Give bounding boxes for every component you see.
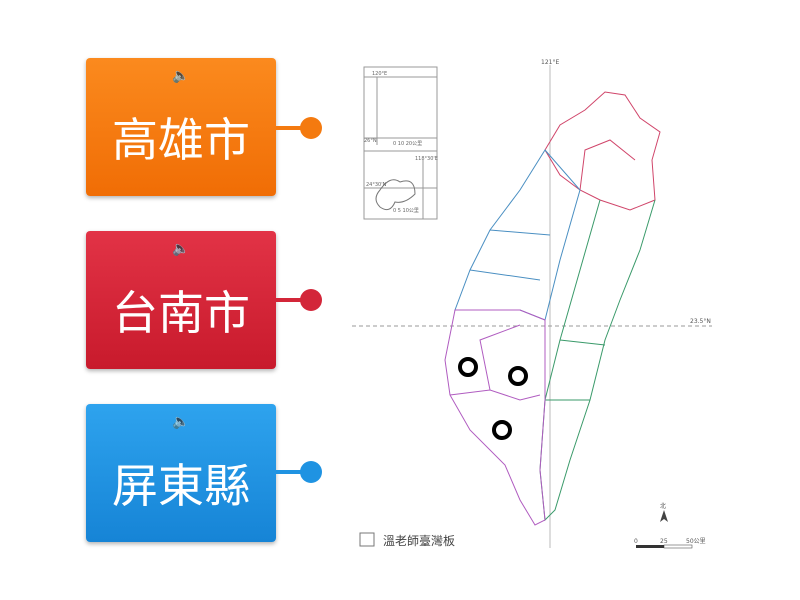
marker-circle[interactable]: [492, 420, 512, 440]
inset1-lon-label: 120°E: [372, 71, 387, 77]
east-region: [539, 199, 656, 522]
card-label: 台南市: [112, 286, 250, 340]
inset2-lat-label: 24°30'N: [366, 182, 387, 188]
card-label: 高雄市: [112, 113, 250, 167]
credit-logo-icon: [359, 532, 375, 547]
parallel-label: 23.5°N: [690, 318, 711, 325]
inset1-scale: 0 10 20公里: [393, 141, 422, 147]
scale-label: 25: [660, 538, 668, 545]
card-label: 屏東縣: [112, 459, 250, 513]
connector-line: [276, 470, 306, 474]
answer-markers: [458, 357, 528, 440]
speaker-icon[interactable]: 🔈: [172, 241, 190, 257]
drag-handle-dot[interactable]: [300, 461, 322, 483]
south-region: [444, 309, 546, 526]
scale-label: 50公里: [686, 538, 706, 545]
drag-handle-dot[interactable]: [300, 117, 322, 139]
inset2-lon-label: 118°30'E: [415, 156, 438, 162]
inset2-scale: 0 5 10公里: [393, 208, 419, 214]
north-region: [544, 91, 661, 211]
connector-line: [276, 298, 306, 302]
scale-bar: [636, 545, 664, 548]
connector-line: [276, 126, 306, 130]
speaker-icon[interactable]: 🔈: [172, 68, 190, 84]
north-arrow-icon: [660, 510, 668, 522]
marker-circle[interactable]: [458, 357, 478, 377]
drag-handle-dot[interactable]: [300, 289, 322, 311]
drop-zone-card-kaohsiung[interactable]: 🔈 高雄市: [86, 58, 276, 196]
drop-zone-card-pingtung[interactable]: 🔈 屏東縣: [86, 404, 276, 542]
scale-label: 0: [634, 538, 638, 545]
meridian-label: 121°E: [541, 59, 559, 66]
inset-boxes: [363, 66, 438, 220]
marker-circle[interactable]: [508, 366, 528, 386]
speaker-icon[interactable]: 🔈: [172, 414, 190, 430]
north-label: 北: [660, 502, 666, 510]
inset1-lat-label: 26°N: [364, 138, 377, 144]
credit-text: 溫老師臺灣板: [383, 533, 455, 548]
drop-zone-card-tainan[interactable]: 🔈 台南市: [86, 231, 276, 369]
taiwan-map: 120°E 26°N 0 10 20公里 118°30'E 24°30'N 0 …: [352, 59, 712, 549]
